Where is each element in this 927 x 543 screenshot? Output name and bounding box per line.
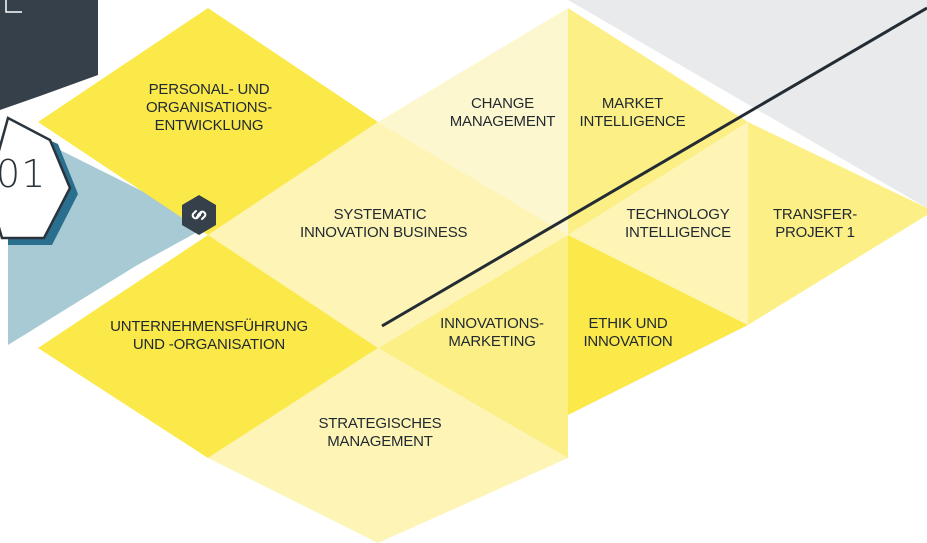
label-transfer: TRANSFER-PROJEKT 1 bbox=[772, 206, 858, 241]
diamond-systematic bbox=[208, 122, 568, 348]
diamond-transfer bbox=[748, 122, 927, 325]
diamond-personal bbox=[38, 8, 378, 235]
link-icon[interactable] bbox=[182, 195, 216, 235]
diamond-market bbox=[568, 8, 748, 235]
diamond-unternehmen bbox=[38, 235, 378, 458]
diagonal-line bbox=[381, 6, 927, 328]
dark-corner-block bbox=[0, 0, 98, 110]
diamond-ethik bbox=[568, 235, 748, 415]
diamond-strategisches bbox=[208, 348, 568, 543]
gray-background bbox=[568, 0, 927, 208]
module-number: 01 bbox=[0, 152, 47, 196]
corner-bracket bbox=[5, 0, 22, 13]
label-innovationsmarketing: INNOVATIONS-MARKETING bbox=[440, 315, 544, 350]
hexagon-number bbox=[0, 116, 72, 240]
diamond-innovationsmarketing bbox=[378, 235, 568, 458]
diamond-change bbox=[378, 8, 568, 235]
diamond-technology bbox=[568, 122, 748, 325]
